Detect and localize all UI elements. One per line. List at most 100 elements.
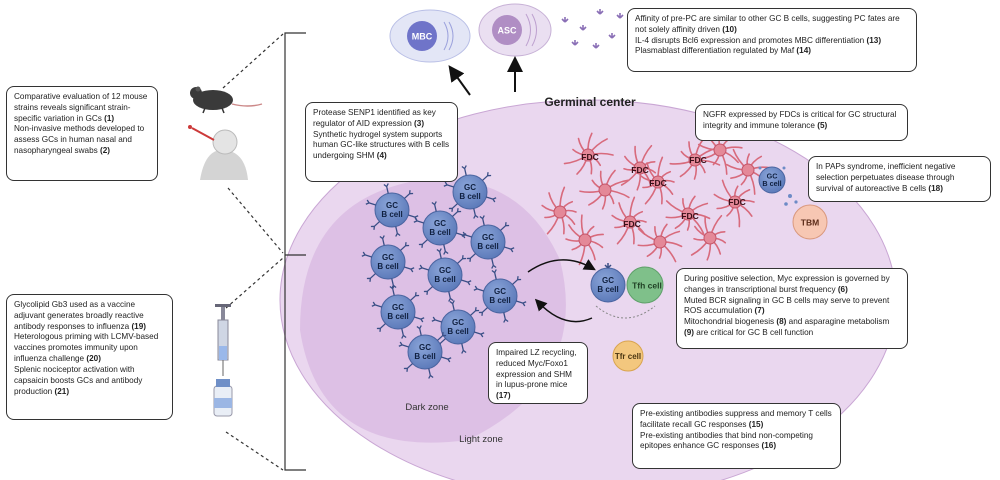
human-swab-icon xyxy=(188,125,248,180)
fdc-label: FDC xyxy=(631,165,648,175)
box-ngfr: NGFR expressed by FDCs is critical for G… xyxy=(695,104,908,141)
dz-bcell-label: B cell xyxy=(377,262,398,271)
mbc-label: MBC xyxy=(412,32,433,42)
mouse-text-2: Non-invasive methods developed to assess… xyxy=(14,124,145,156)
fdc-body xyxy=(653,235,667,249)
fdc-label: FDC xyxy=(581,152,598,162)
dz-gc-b-cell: GCB cell xyxy=(361,235,415,289)
dotted-connectors xyxy=(222,33,284,471)
dz-gc-b-cell: GCB cell xyxy=(371,285,425,339)
fdc-label: FDC xyxy=(681,211,698,221)
recycling-arrow-to-lz xyxy=(527,259,596,273)
myc-text-3c: are critical for GC B cell function xyxy=(694,328,814,338)
vaccine-text-2: Heterologous priming with LCMV-based vac… xyxy=(14,332,159,364)
fdc-label: FDC xyxy=(623,219,640,229)
pcfate-ref-3: (14) xyxy=(796,46,811,56)
syringe-icon xyxy=(215,304,231,376)
dz-gc-b-cell: GCB cell xyxy=(398,325,452,379)
light-zone-label: Light zone xyxy=(459,434,503,445)
myc-ref-3b: (9) xyxy=(684,328,695,338)
pcfate-ref-2: (13) xyxy=(866,35,882,45)
germinal-center-label: Germinal center xyxy=(544,95,636,109)
timeline-bracket xyxy=(284,32,306,471)
dz-bcell-label: B cell xyxy=(434,275,455,284)
tbm-cell: TBM xyxy=(792,204,828,240)
fdc-body xyxy=(651,175,665,189)
dz-gc-b-cell: GCB cell xyxy=(365,183,419,237)
vaccine-ref-1: (19) xyxy=(131,321,146,331)
dz-bcell-label: B cell xyxy=(447,327,468,336)
myc-ref-3: (8) xyxy=(776,317,787,327)
dz-bcell-label: B cell xyxy=(414,352,435,361)
tfh-label: Tfh cell xyxy=(632,281,662,291)
dz-bcell-label: B cell xyxy=(387,312,408,321)
dz-gc-label: GC xyxy=(439,266,451,275)
tbm-label: TBM xyxy=(801,218,819,228)
senp1-ref-2: (4) xyxy=(376,151,387,161)
dz-gc-label: GC xyxy=(464,183,476,192)
vaccine-text-1: Glycolipid Gb3 used as a vaccine adjuvan… xyxy=(14,300,144,331)
mbc-cell: MBC xyxy=(389,9,471,63)
dz-gc-b-cell: GCB cell xyxy=(473,269,527,323)
paps-gc-b-cell: GC B cell xyxy=(758,166,786,194)
pcfate-text-3: Plasmablast differentiation regulated by… xyxy=(635,46,797,56)
dz-gc-label: GC xyxy=(452,318,464,327)
fdc-body xyxy=(578,233,592,247)
recall-ref-2: (16) xyxy=(761,441,777,451)
myc-text-1: During positive selection, Myc expressio… xyxy=(684,274,890,294)
paps-bcell-label: B cell xyxy=(762,179,781,188)
fdc-body xyxy=(633,161,647,175)
asc-label: ASC xyxy=(497,26,517,36)
dark-zone-label: Dark zone xyxy=(405,402,448,413)
myc-ref-2: (7) xyxy=(754,306,765,316)
tfr-label: Tfr cell xyxy=(615,352,641,361)
dz-gc-label: GC xyxy=(482,233,494,242)
paps-gc-label: GC xyxy=(767,172,778,181)
mouse-icon xyxy=(190,86,263,114)
vaccine-ref-3: (21) xyxy=(54,386,70,396)
fdc-body xyxy=(713,143,727,157)
pcfate-text-1: Affinity of pre-PC are similar to other … xyxy=(635,14,900,34)
box-pc-fate: Affinity of pre-PC are similar to other … xyxy=(627,8,917,72)
arrow-to-mbc xyxy=(448,65,471,96)
ngfr-ref: (5) xyxy=(817,120,828,130)
vaccine-text-3: Splenic nociceptor activation with capsa… xyxy=(14,364,143,396)
myc-text-3b: and asparagine metabolism xyxy=(786,317,890,327)
dz-gc-label: GC xyxy=(419,343,431,352)
dz-bcell-label: B cell xyxy=(381,210,402,219)
paps-ref: (18) xyxy=(928,183,943,193)
apoptotic-fragments xyxy=(758,166,798,206)
senp1-text-1: Protease SENP1 identified as key regulat… xyxy=(313,108,436,128)
myc-text-3: Mitochondrial biogenesis xyxy=(684,317,777,327)
mouse-text-1: Comparative evaluation of 12 mouse strai… xyxy=(14,92,148,123)
dz-gc-b-cell: GCB cell xyxy=(461,215,515,269)
box-senp1-hydrogel: Protease SENP1 identified as key regulat… xyxy=(305,102,458,182)
fdc-label: FDC xyxy=(649,178,666,188)
vial-icon xyxy=(213,379,233,417)
fdc-label: FDC xyxy=(689,155,706,165)
box-vaccine-studies: Glycolipid Gb3 used as a vaccine adjuvan… xyxy=(6,294,173,420)
box-myc-metabolism: During positive selection, Myc expressio… xyxy=(676,268,908,349)
box-lupus: Impaired LZ recycling, reduced Myc/Foxo1… xyxy=(488,342,588,404)
antibody-icons xyxy=(561,9,624,49)
fdc-body xyxy=(688,153,702,167)
lupus-text: Impaired LZ recycling, reduced Myc/Foxo1… xyxy=(496,348,577,390)
fdc-body xyxy=(623,215,637,229)
dz-bcell-label: B cell xyxy=(489,296,510,305)
fdc-body xyxy=(703,231,717,245)
box-mouse-human-studies: Comparative evaluation of 12 mouse strai… xyxy=(6,86,158,181)
fdc-body xyxy=(553,205,567,219)
tfr-interaction-arc xyxy=(595,305,656,319)
dz-gc-b-cell: GCB cell xyxy=(418,248,472,302)
pcfate-ref-1: (10) xyxy=(722,24,737,34)
paps-text: In PAPs syndrome, inefficient negative s… xyxy=(816,162,956,193)
dz-bcell-label: B cell xyxy=(429,228,450,237)
lupus-ref: (17) xyxy=(496,391,511,401)
lz-bcell-label: B cell xyxy=(597,285,618,294)
myc-ref-1: (6) xyxy=(837,284,848,294)
recall-ref-1: (15) xyxy=(748,419,764,429)
recall-text-2: Pre-existing antibodies that bind non-co… xyxy=(640,430,813,451)
dz-gc-label: GC xyxy=(386,201,398,210)
